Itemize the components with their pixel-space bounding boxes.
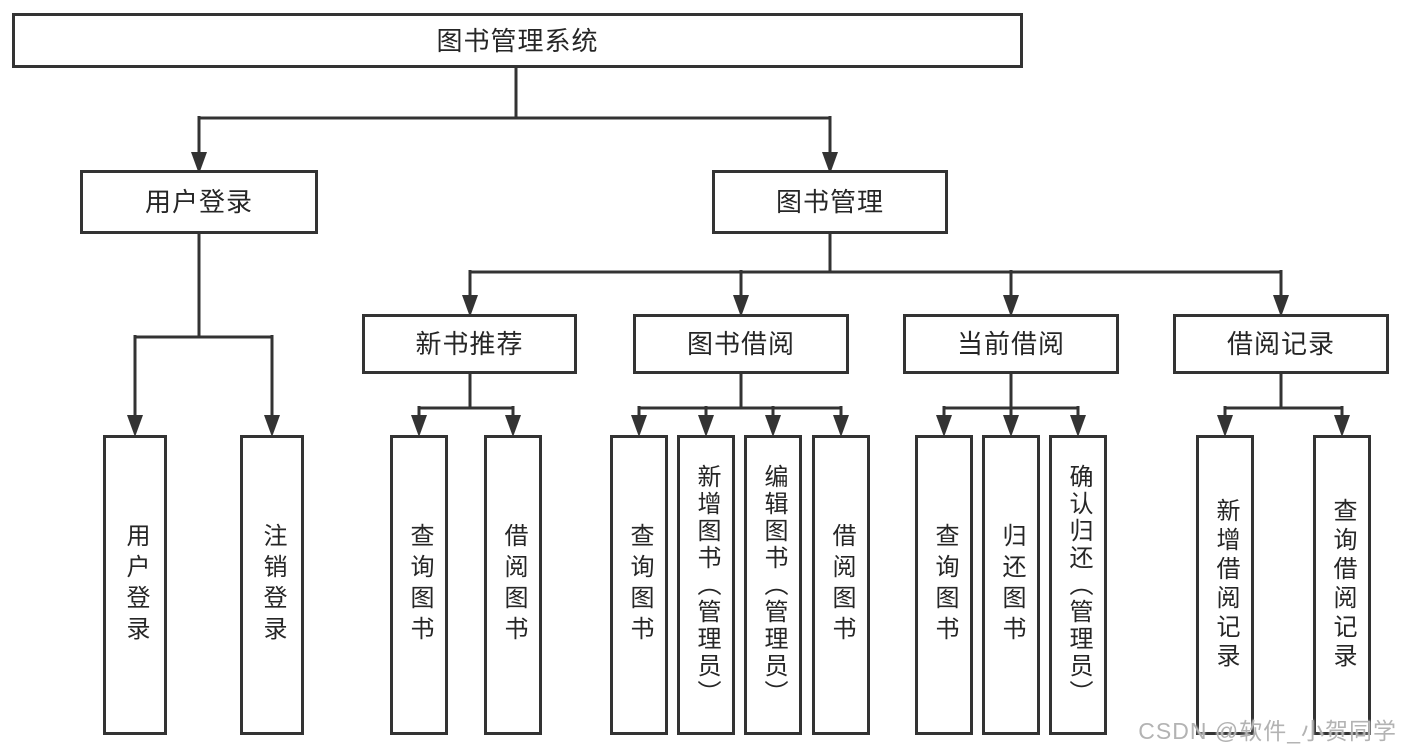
arrowhead — [1273, 295, 1289, 317]
arrowhead — [462, 295, 478, 317]
leaf-bb-add-books-admin: 新增图书（管理员） — [677, 435, 735, 735]
leaf-cb-query-books: 查询图书 — [915, 435, 973, 735]
node-new-book-recommend: 新书推荐 — [362, 314, 577, 374]
node-book-borrowing: 图书借阅 — [633, 314, 849, 374]
arrowhead — [765, 415, 781, 437]
node-borrowing-records: 借阅记录 — [1173, 314, 1389, 374]
leaf-logout: 注销登录 — [240, 435, 304, 735]
arrowhead — [1003, 415, 1019, 437]
arrowhead — [733, 295, 749, 317]
leaf-br-query-borrow-record: 查询借阅记录 — [1313, 435, 1371, 735]
leaf-bb-borrow-books: 借阅图书 — [812, 435, 870, 735]
arrowhead — [264, 415, 280, 437]
arrowhead — [822, 152, 838, 174]
csdn-watermark: CSDN @软件_小贺同学 — [1138, 718, 1397, 744]
arrowhead — [191, 152, 207, 174]
arrowhead — [1003, 295, 1019, 317]
node-book-management: 图书管理 — [712, 170, 948, 234]
connector-paths — [133, 67, 1344, 419]
node-user-login: 用户登录 — [80, 170, 318, 234]
leaf-cb-return-books: 归还图书 — [982, 435, 1040, 735]
arrowhead — [1070, 415, 1086, 437]
leaf-nr-borrow-books: 借阅图书 — [484, 435, 542, 735]
arrowhead — [631, 415, 647, 437]
leaf-nr-query-books: 查询图书 — [390, 435, 448, 735]
node-library-management-system: 图书管理系统 — [12, 13, 1023, 68]
arrowhead — [936, 415, 952, 437]
leaf-cb-confirm-return-admin: 确认归还（管理员） — [1049, 435, 1107, 735]
leaf-bb-query-books: 查询图书 — [610, 435, 668, 735]
arrowhead — [127, 415, 143, 437]
arrowhead — [1217, 415, 1233, 437]
node-current-borrowing: 当前借阅 — [903, 314, 1119, 374]
arrowhead — [1334, 415, 1350, 437]
arrowhead — [833, 415, 849, 437]
leaf-bb-edit-books-admin: 编辑图书（管理员） — [744, 435, 802, 735]
arrowhead — [698, 415, 714, 437]
leaf-user-login: 用户登录 — [103, 435, 167, 735]
arrowhead — [411, 415, 427, 437]
leaf-br-add-borrow-record: 新增借阅记录 — [1196, 435, 1254, 735]
arrowhead — [505, 415, 521, 437]
